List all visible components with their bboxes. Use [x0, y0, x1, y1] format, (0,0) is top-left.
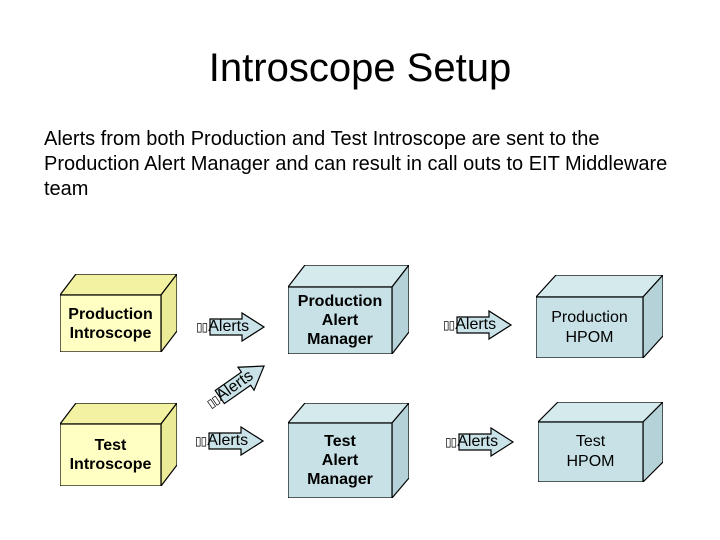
- alerts-arrow-test-manager-to-hpom: ▯▯Alerts: [445, 426, 515, 458]
- right-arrow-icon: [209, 311, 266, 343]
- node-label: Test Alert Manager: [307, 433, 373, 488]
- cube-front-face: [288, 422, 393, 498]
- cube-top-face: [536, 275, 663, 298]
- slide-body-text: Alerts from both Production and Test Int…: [44, 127, 684, 202]
- slide-title: Introscope Setup: [208, 46, 512, 90]
- right-arrow-icon: [456, 309, 513, 341]
- node-test-introscope: Test Introscope: [60, 403, 177, 486]
- tofu-glyphs: ▯▯: [443, 318, 455, 332]
- cube-top-face: [60, 403, 177, 425]
- cube-top-face: [60, 274, 177, 296]
- right-arrow-icon: [208, 425, 265, 457]
- node-production-introscope: Production Introscope: [60, 274, 177, 352]
- node-label: Test Introscope: [69, 437, 152, 473]
- arrow-label-text: Alerts: [455, 316, 497, 333]
- arrow-label: ▯▯Alerts: [443, 309, 496, 341]
- node-test-hpom: Test HPOM: [538, 402, 663, 482]
- node-label: Production Alert Manager: [297, 293, 383, 348]
- tofu-glyphs: ▯▯: [445, 435, 457, 449]
- cube-front-face: [536, 296, 644, 358]
- cube-shape: [538, 402, 663, 482]
- up-right-arrow-icon: [214, 365, 265, 405]
- alerts-arrow-test-introscope-to-prod-manager: ▯▯Alerts: [199, 352, 275, 418]
- arrow-label: ▯▯Alerts: [195, 425, 248, 457]
- cube-shape: [60, 274, 177, 352]
- cube-shape: [288, 265, 409, 354]
- node-label: Production HPOM: [551, 308, 628, 346]
- tofu-glyphs: ▯▯: [195, 434, 207, 448]
- cube-top-face: [288, 403, 409, 424]
- arrow-label: ▯▯Alerts: [196, 311, 249, 343]
- cube-front-face: [60, 423, 162, 486]
- arrow-label-text: Alerts: [457, 433, 499, 450]
- node-test-alert-manager: Test Alert Manager: [288, 403, 409, 498]
- cube-top-face: [288, 265, 409, 288]
- cube-shape: [288, 403, 409, 498]
- alerts-arrow-prod-manager-to-hpom: ▯▯Alerts: [443, 309, 513, 341]
- arrow-label-text: Alerts: [208, 318, 250, 335]
- body-line: Production Alert Manager and can result …: [44, 153, 668, 175]
- right-arrow-icon: [458, 426, 515, 458]
- node-label: Test HPOM: [566, 433, 615, 470]
- cube-shape: [536, 275, 663, 358]
- body-line: team: [44, 178, 89, 200]
- cube-shape: [60, 403, 177, 486]
- cube-front-face: [288, 286, 393, 354]
- node-label: Production Introscope: [68, 305, 153, 342]
- cube-front-face: [538, 421, 644, 482]
- arrow-label-text: Alerts: [213, 367, 257, 405]
- cube-top-face: [538, 402, 663, 423]
- node-production-hpom: Production HPOM: [536, 275, 663, 358]
- arrow-label: ▯▯Alerts: [445, 426, 498, 458]
- node-production-alert-manager: Production Alert Manager: [288, 265, 409, 354]
- alerts-arrow-test-introscope-to-manager: ▯▯Alerts: [195, 425, 265, 457]
- cube-front-face: [60, 294, 162, 352]
- arrow-label-text: Alerts: [207, 432, 249, 449]
- tofu-glyphs: ▯▯: [196, 320, 208, 334]
- alerts-arrow-prod-introscope-to-manager: ▯▯Alerts: [196, 311, 266, 343]
- body-line: Alerts from both Production and Test Int…: [44, 128, 600, 150]
